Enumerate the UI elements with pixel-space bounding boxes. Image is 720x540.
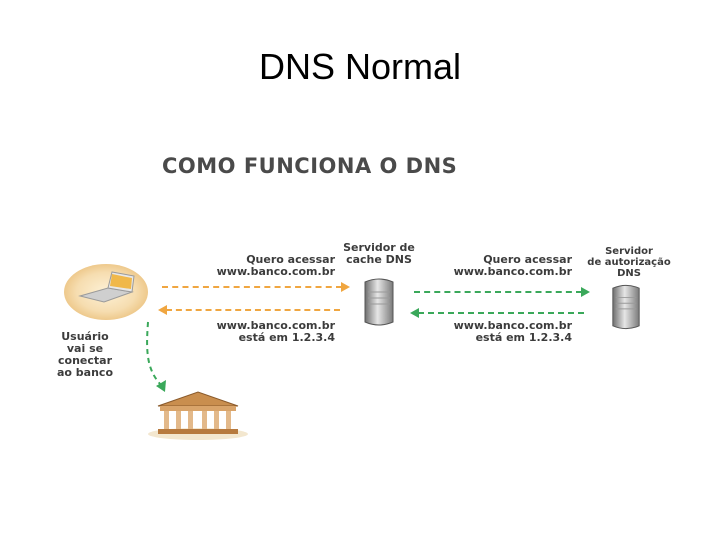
left-response-label: www.banco.com.br está em 1.2.3.4 (216, 319, 335, 344)
server-icon (364, 278, 394, 326)
response-arrow-to-user (158, 305, 340, 315)
response-arrow-to-cache (410, 308, 584, 318)
user-label: Usuário vai se conectar ao banco (56, 330, 113, 379)
connect-to-bank-arrow (146, 321, 166, 392)
right-response-label: www.banco.com.br está em 1.2.3.4 (453, 319, 572, 344)
left-request-label: Quero acessar www.banco.com.br (216, 253, 335, 278)
slide-title: DNS Normal (258, 46, 462, 87)
laptop-icon (64, 264, 148, 320)
auth-server-label: Servidor de autorização DNS (587, 246, 671, 279)
request-arrow-to-cache (162, 282, 350, 292)
request-arrow-to-auth (414, 287, 590, 297)
server-icon (612, 284, 640, 330)
diagram-title: COMO FUNCIONA O DNS (162, 154, 458, 178)
right-request-label: Quero acessar www.banco.com.br (453, 253, 572, 278)
cache-server-label: Servidor de cache DNS (343, 241, 415, 266)
bank-building-icon (148, 391, 248, 440)
